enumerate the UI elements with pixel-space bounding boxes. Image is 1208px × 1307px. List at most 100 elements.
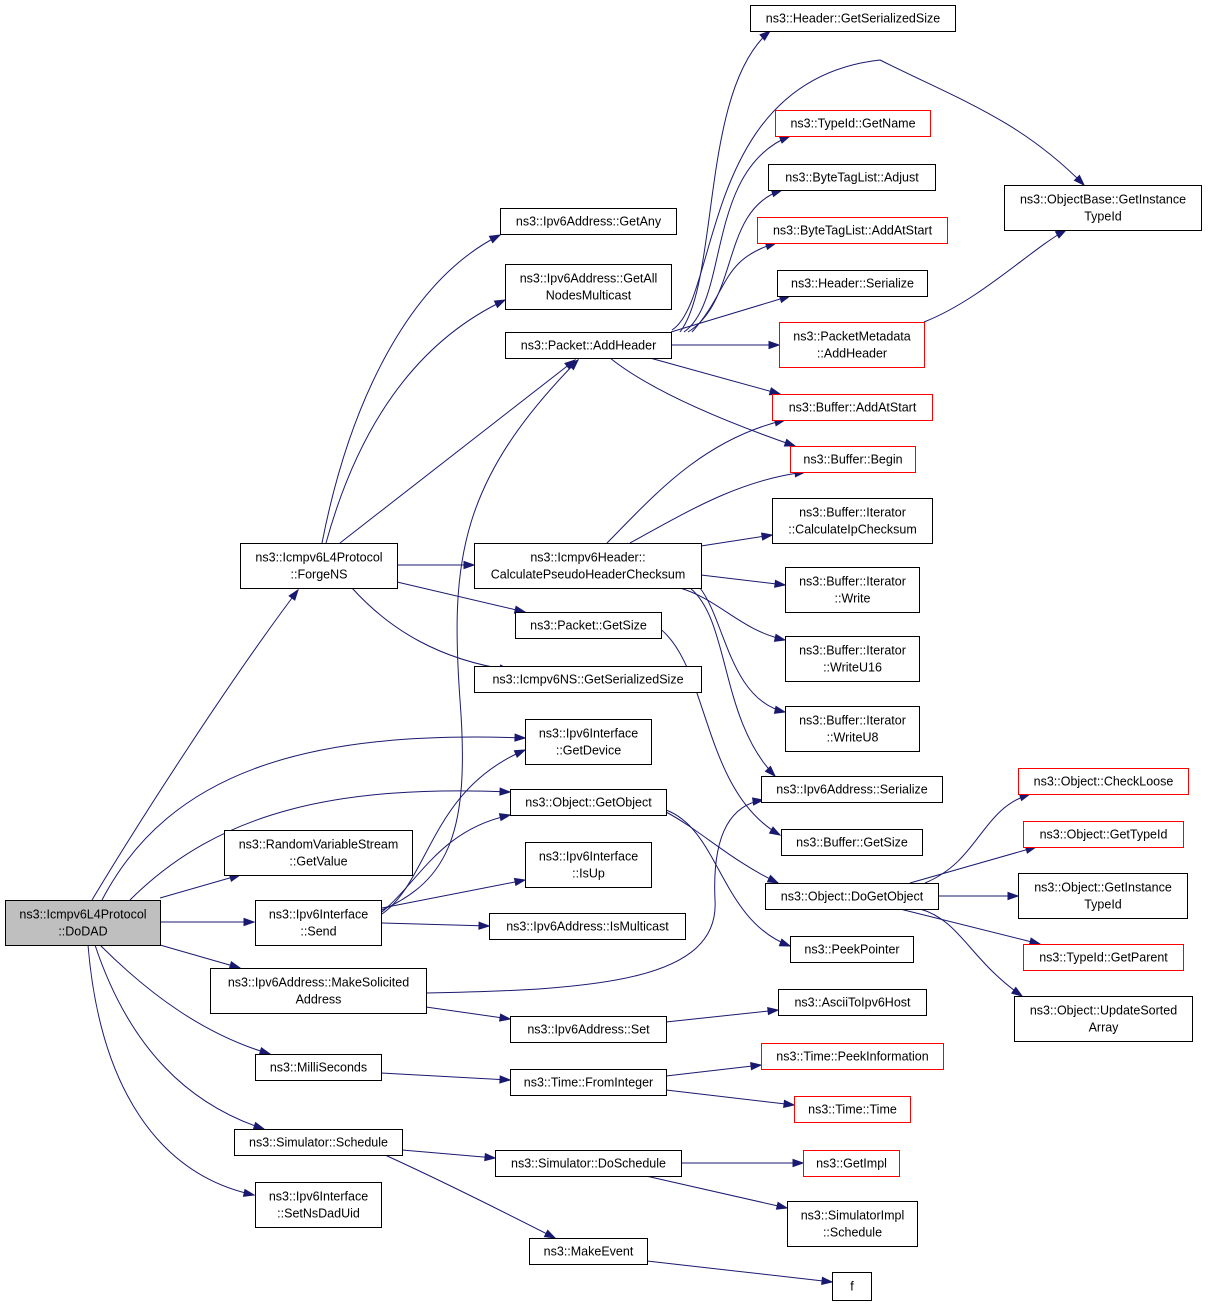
call-edge-to-n3 <box>160 917 256 927</box>
function-node-n38[interactable]: ns3::AsciiToIpv6Host <box>778 989 927 1016</box>
function-node-n37[interactable]: ns3::PeekPointer <box>790 936 914 963</box>
function-node-n39[interactable]: ns3::Time::PeekInformation <box>761 1043 944 1070</box>
call-edge-to-n44 <box>671 59 1086 331</box>
node-label: ns3::Buffer::Begin <box>803 453 902 467</box>
function-node-n5[interactable]: ns3::MilliSeconds <box>255 1054 382 1081</box>
node-label: ::SetNsDadUid <box>277 1207 360 1221</box>
function-node-n24[interactable]: ns3::ByteTagList::Adjust <box>768 164 936 191</box>
function-node-n25[interactable]: ns3::ByteTagList::AddAtStart <box>757 217 948 244</box>
node-box <box>525 842 652 888</box>
edge-line <box>401 1149 496 1159</box>
function-node-n22[interactable]: ns3::Header::GetSerializedSize <box>750 5 956 32</box>
function-node-n29[interactable]: ns3::Buffer::Begin <box>790 446 916 473</box>
node-label: ns3::Ipv6Address::GetAny <box>516 215 662 229</box>
function-node-n41[interactable]: ns3::GetImpl <box>803 1150 900 1177</box>
arrowhead-icon <box>760 532 774 541</box>
arrowhead-icon <box>768 340 781 350</box>
function-node-n17[interactable]: ns3::Ipv6Address::IsMulticast <box>489 913 686 940</box>
function-node-n23[interactable]: ns3::TypeId::GetName <box>775 110 931 137</box>
node-box <box>787 1201 918 1247</box>
arrowhead-icon <box>1073 174 1086 187</box>
call-edge-to-n47 <box>938 891 1020 901</box>
node-label: ::GetDevice <box>556 744 621 758</box>
function-node-n3[interactable]: ns3::Ipv6Interface::Send <box>255 900 382 946</box>
function-node-n21[interactable]: ns3::MakeEvent <box>529 1238 648 1265</box>
node-box <box>768 164 936 191</box>
function-node-n36[interactable]: ns3::Object::DoGetObject <box>765 883 939 910</box>
node-box <box>234 1129 403 1156</box>
function-node-n32[interactable]: ns3::Buffer::Iterator::WriteU16 <box>785 636 920 682</box>
edge-line <box>665 1064 762 1077</box>
node-box <box>803 1150 900 1177</box>
node-box <box>757 217 948 244</box>
arrowhead-icon <box>567 358 580 371</box>
edge-line <box>700 534 773 547</box>
function-node-n2[interactable]: ns3::RandomVariableStream::GetValue <box>224 830 413 876</box>
function-node-n43[interactable]: f <box>832 1272 872 1301</box>
call-edge-to-n25 <box>691 242 778 333</box>
function-node-n19[interactable]: ns3::Time::FromInteger <box>510 1069 667 1096</box>
function-node-n31[interactable]: ns3::Buffer::Iterator::Write <box>785 567 920 613</box>
function-node-n42[interactable]: ns3::SimulatorImpl::Schedule <box>787 1201 918 1247</box>
function-node-n11[interactable]: ns3::Icmpv6Header::CalculatePseudoHeader… <box>474 543 702 589</box>
function-node-n13[interactable]: ns3::Icmpv6NS::GetSerializedSize <box>474 666 702 693</box>
node-box <box>474 543 702 589</box>
node-label: ns3::Ipv6Address::Serialize <box>776 783 928 797</box>
function-node-n40[interactable]: ns3::Time::Time <box>794 1096 911 1123</box>
edge-line <box>687 189 783 333</box>
node-box <box>474 666 702 693</box>
function-node-n18[interactable]: ns3::Ipv6Address::Set <box>510 1016 667 1043</box>
node-box <box>489 913 686 940</box>
edge-line <box>91 589 299 901</box>
node-label: ns3::Ipv6Address::MakeSolicited <box>228 976 409 990</box>
edge-line <box>325 299 506 544</box>
node-box <box>515 612 662 639</box>
function-node-n34[interactable]: ns3::Ipv6Address::Serialize <box>761 776 943 803</box>
edge-line <box>665 1089 795 1106</box>
function-node-n27[interactable]: ns3::PacketMetadata::AddHeader <box>779 322 925 368</box>
function-node-n7[interactable]: ns3::Ipv6Interface::SetNsDadUid <box>255 1182 382 1228</box>
function-node-n20[interactable]: ns3::Simulator::DoSchedule <box>495 1150 682 1177</box>
function-node-n10[interactable]: ns3::Packet::AddHeader <box>505 332 672 359</box>
arrowhead-icon <box>1028 937 1042 946</box>
function-node-n0[interactable]: ns3::Icmpv6L4Protocol::DoDAD <box>5 900 161 946</box>
node-label: ns3::Time::FromInteger <box>524 1076 653 1090</box>
edge-line <box>381 749 526 915</box>
call-edge-to-n32 <box>679 587 787 642</box>
function-node-n48[interactable]: ns3::TypeId::GetParent <box>1023 944 1184 971</box>
call-edge-to-n26 <box>670 295 792 333</box>
function-node-n16[interactable]: ns3::Ipv6Interface::IsUp <box>525 842 652 888</box>
edge-line <box>700 574 786 586</box>
function-node-n15[interactable]: ns3::Object::GetObject <box>510 789 667 816</box>
arrowhead-icon <box>513 749 527 758</box>
function-node-n12[interactable]: ns3::Packet::GetSize <box>515 612 662 639</box>
edge-line <box>381 359 579 911</box>
function-node-n46[interactable]: ns3::Object::GetTypeId <box>1023 821 1184 848</box>
call-edge-to-n1 <box>91 588 299 901</box>
function-node-n28[interactable]: ns3::Buffer::AddAtStart <box>772 394 933 421</box>
call-edge-to-n28 <box>649 357 782 396</box>
function-node-n33[interactable]: ns3::Buffer::Iterator::WriteU8 <box>785 706 920 752</box>
function-node-n35[interactable]: ns3::Buffer::GetSize <box>781 829 923 856</box>
function-node-n6[interactable]: ns3::Simulator::Schedule <box>234 1129 403 1156</box>
node-label: NodesMulticast <box>546 289 632 303</box>
function-node-n30[interactable]: ns3::Buffer::Iterator::CalculateIpChecks… <box>772 498 933 544</box>
node-box <box>224 830 413 876</box>
call-edge-to-n27 <box>671 340 781 350</box>
function-node-n26[interactable]: ns3::Header::Serialize <box>777 270 928 297</box>
function-node-n1[interactable]: ns3::Icmpv6L4Protocol::ForgeNS <box>240 543 398 589</box>
node-label: ns3::Object::GetObject <box>525 796 652 810</box>
function-node-n8[interactable]: ns3::Ipv6Address::GetAny <box>500 208 677 235</box>
edge-line <box>129 790 511 901</box>
edge-line <box>899 908 1041 945</box>
function-node-n45[interactable]: ns3::Object::CheckLoose <box>1018 768 1189 795</box>
node-label: ns3::Object::UpdateSorted <box>1030 1004 1177 1018</box>
edge-line <box>671 59 1085 331</box>
function-node-n14[interactable]: ns3::Ipv6Interface::GetDevice <box>525 719 652 765</box>
